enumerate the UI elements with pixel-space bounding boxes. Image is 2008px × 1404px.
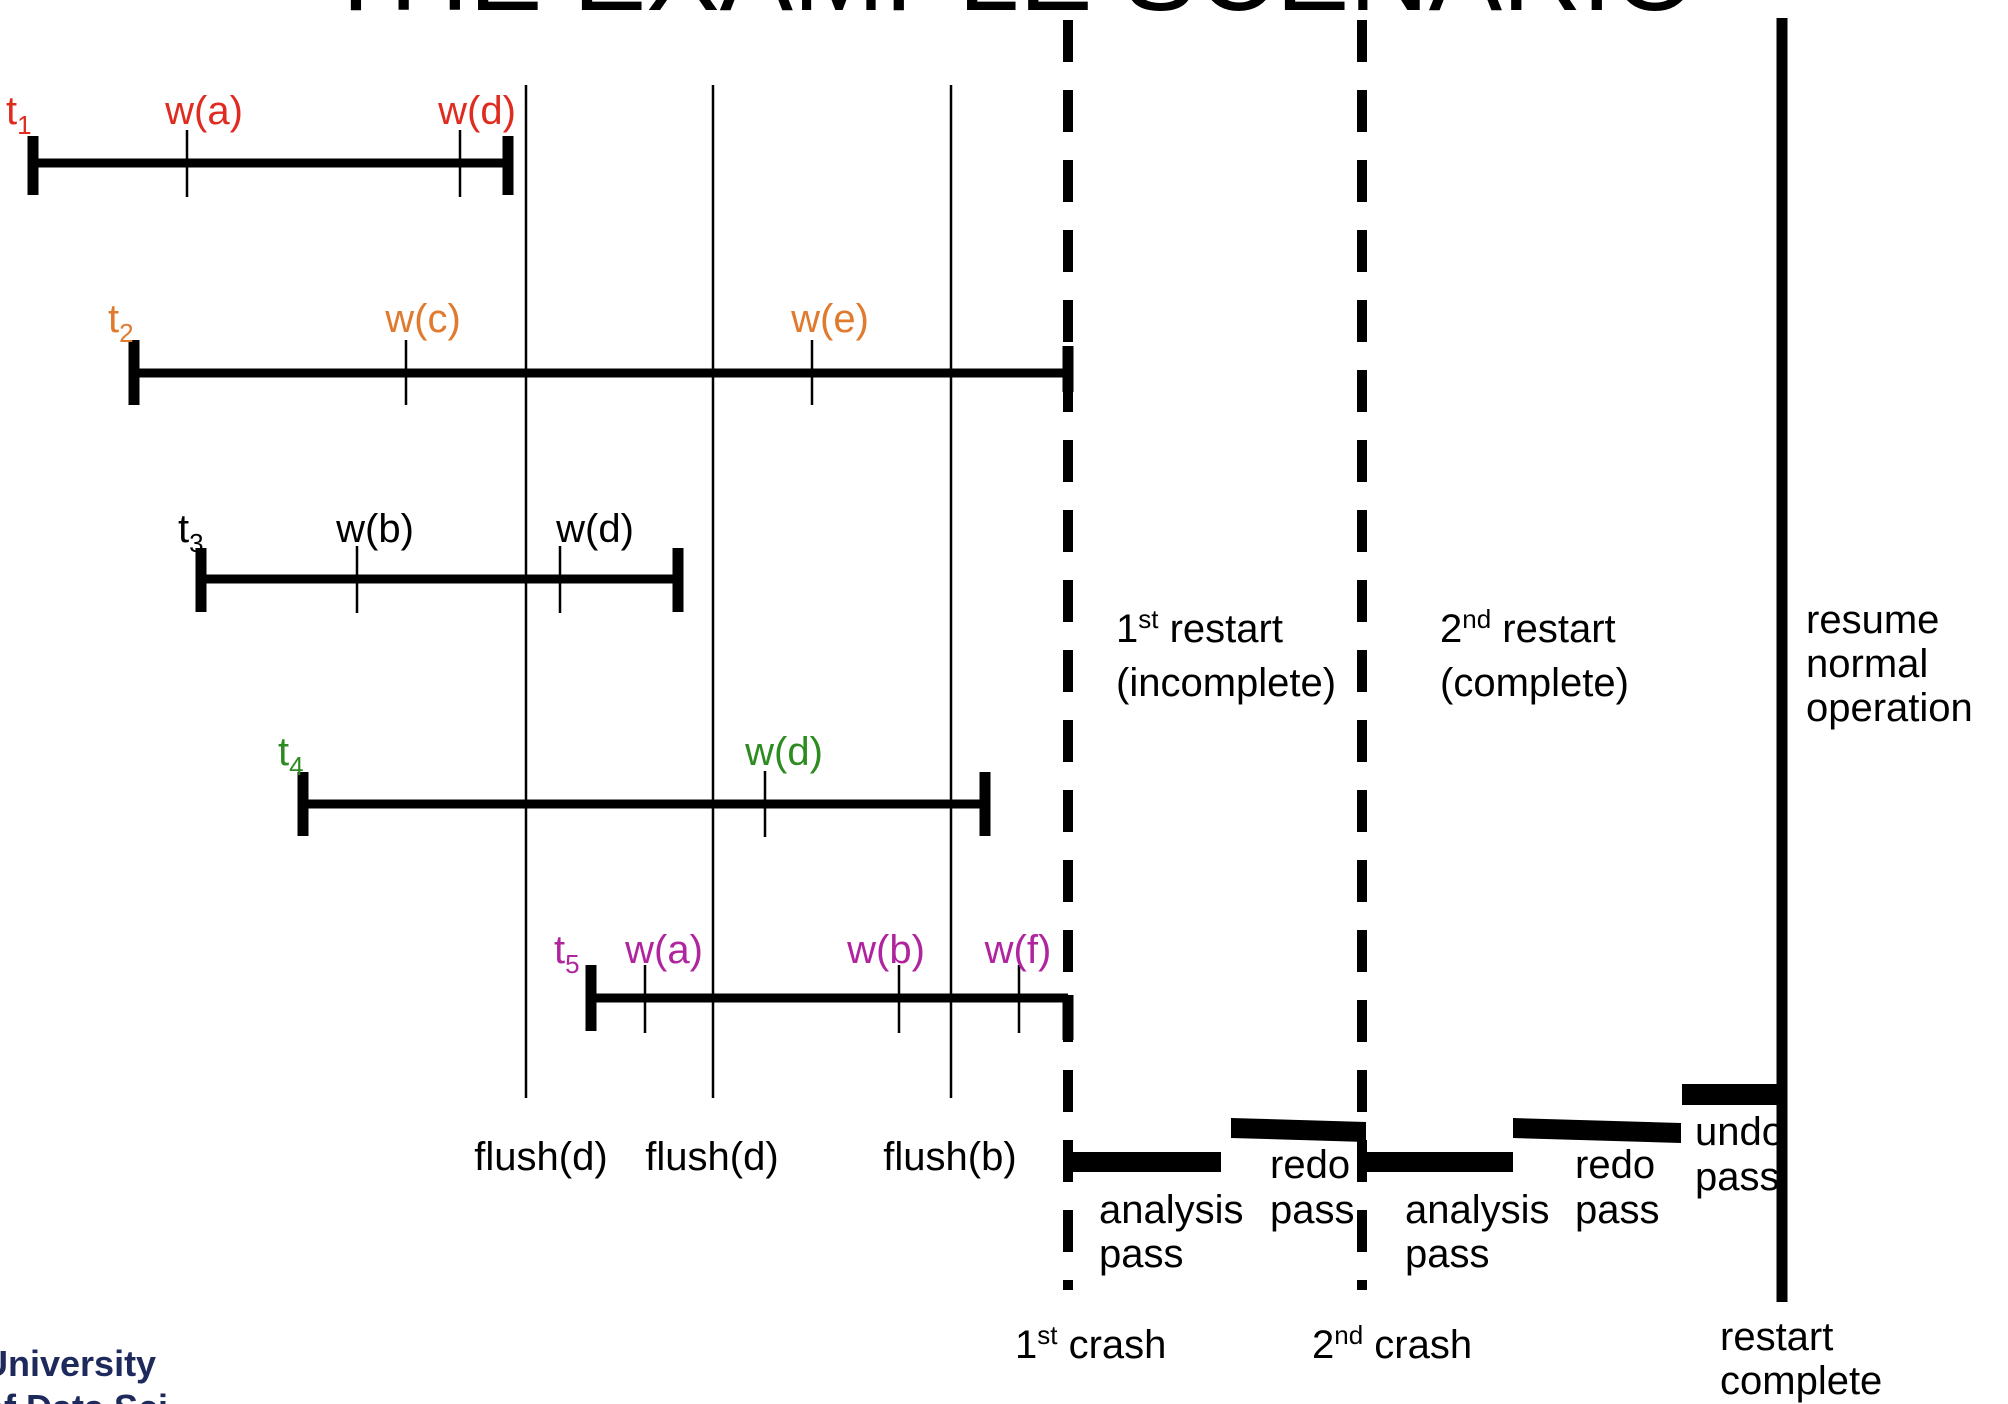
analysis-pass2-bar [1366, 1152, 1513, 1172]
restart2-status: (complete) [1440, 661, 1629, 705]
flush-label: flush(b) [883, 1135, 1016, 1179]
resume-label: operation [1806, 686, 1973, 730]
redo-pass1-bar [1231, 1118, 1366, 1142]
analysis-pass2-label: pass [1405, 1232, 1490, 1276]
redo-pass1-label: pass [1270, 1188, 1355, 1232]
restart-complete-label: complete [1720, 1359, 1882, 1403]
restart-complete-label: restart [1720, 1315, 1833, 1359]
t5-label: t5 [554, 928, 580, 979]
t4-write-label: w(d) [744, 730, 823, 774]
restart1-label: 1st restart [1116, 604, 1283, 651]
t1-write-label: w(a) [164, 89, 243, 133]
t5-write-label: w(a) [624, 928, 703, 972]
crash1-label: 1st crash [1015, 1320, 1166, 1367]
footer-subtitle: of Data Sci [0, 1387, 168, 1404]
flush-label: flush(d) [645, 1135, 778, 1179]
t4-label: t4 [278, 730, 304, 781]
t3-write-label: w(d) [555, 507, 634, 551]
undo-pass-label: undo [1695, 1110, 1784, 1154]
redo-pass2-label: pass [1575, 1188, 1660, 1232]
footer-university: University [0, 1343, 156, 1384]
restart2-label: 2nd restart [1440, 604, 1616, 651]
t3-write-label: w(b) [335, 507, 414, 551]
transaction-t5: t5 w(a) w(b) w(f) [554, 928, 1074, 1040]
analysis-pass2-label: analysis [1405, 1188, 1550, 1232]
redo-pass2-bar [1513, 1118, 1681, 1143]
t3-label: t3 [178, 507, 204, 558]
t2-write-label: w(e) [790, 297, 869, 341]
resume-label: resume [1806, 598, 1939, 642]
transaction-t2: t2 w(c) w(e) [108, 297, 1074, 405]
t5-write-label: w(f) [984, 928, 1052, 972]
t1-write-label: w(d) [437, 89, 516, 133]
undo-pass-bar [1682, 1084, 1782, 1105]
t1-label: t1 [6, 89, 32, 140]
restart1-status: (incomplete) [1116, 661, 1336, 705]
t5-write-label: w(b) [846, 928, 925, 972]
analysis-pass1-bar [1073, 1152, 1221, 1172]
transaction-t1: t1 w(a) w(d) [6, 89, 516, 197]
crash2-label: 2nd crash [1312, 1320, 1472, 1367]
redo-pass1-label: redo [1270, 1143, 1350, 1187]
t2-label: t2 [108, 297, 134, 348]
t2-write-label: w(c) [384, 297, 461, 341]
flush-label: flush(d) [474, 1135, 607, 1179]
resume-label: normal [1806, 642, 1928, 686]
transaction-t4: t4 w(d) [278, 730, 991, 837]
transaction-t3: t3 w(b) w(d) [178, 507, 684, 613]
undo-pass-label: pass [1695, 1155, 1780, 1199]
redo-pass2-label: redo [1575, 1143, 1655, 1187]
analysis-pass1-label: analysis [1099, 1188, 1244, 1232]
title-fragment: THE EXAMPLE SCENARIO [322, 0, 1697, 34]
analysis-pass1-label: pass [1099, 1232, 1184, 1276]
